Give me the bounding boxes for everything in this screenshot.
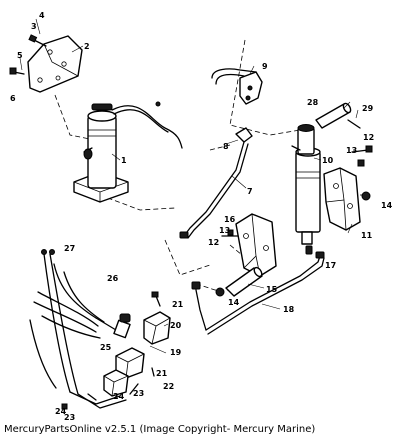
callout-24b: 24 bbox=[55, 407, 67, 416]
callout-4: 4 bbox=[39, 11, 45, 20]
wire-harness-part-26 bbox=[33, 263, 131, 339]
wire-harness-part-27 bbox=[29, 249, 127, 409]
hydraulic-line-part-18 bbox=[191, 251, 325, 335]
relay-part-20 bbox=[143, 311, 171, 345]
pivot-pin-part-28 bbox=[315, 102, 352, 129]
callout-13b: 13 bbox=[219, 226, 230, 235]
lower-bracket-part-16 bbox=[235, 213, 277, 277]
screw-part-12a bbox=[351, 145, 373, 153]
bolt-part-29 bbox=[347, 119, 361, 129]
callout-21a: 21 bbox=[172, 300, 184, 309]
callout-23a: 23 bbox=[133, 389, 144, 398]
nut-part-14b bbox=[215, 287, 225, 297]
callout-25: 25 bbox=[100, 343, 112, 352]
nut-part-14a bbox=[361, 191, 371, 201]
image-copyright-caption: MercuryPartsOnline v2.5.1 (Image Copyrig… bbox=[4, 424, 316, 435]
callout-15: 15 bbox=[266, 285, 278, 294]
nut-part-13a bbox=[357, 159, 365, 167]
callout-19: 19 bbox=[170, 348, 182, 357]
bolt-part-3 bbox=[28, 34, 47, 47]
callout-27: 27 bbox=[64, 244, 75, 253]
callout-23b: 23 bbox=[64, 413, 75, 422]
callout-20: 20 bbox=[170, 321, 182, 330]
callout-1: 1 bbox=[121, 156, 127, 165]
callout-21b: 21 bbox=[156, 369, 168, 378]
relay-part-22 bbox=[103, 369, 129, 397]
callout-17: 17 bbox=[325, 261, 336, 270]
fitting-part-8 bbox=[235, 127, 253, 143]
hydraulic-line-part-7 bbox=[179, 141, 249, 239]
mounting-bracket-part-2 bbox=[27, 35, 83, 93]
callout-26: 26 bbox=[107, 274, 119, 283]
callout-22: 22 bbox=[163, 382, 174, 391]
callout-24a: 24 bbox=[113, 392, 125, 401]
nut-part-13b bbox=[227, 229, 234, 236]
callout-13a: 13 bbox=[346, 146, 357, 155]
callout-18: 18 bbox=[283, 305, 295, 314]
callout-labels: 4 3 2 5 6 9 28 29 12 13 1 8 10 7 14 11 1… bbox=[10, 11, 393, 422]
callout-16: 16 bbox=[224, 215, 236, 224]
lower-pin-part-15 bbox=[225, 266, 263, 297]
callout-14a: 14 bbox=[381, 201, 393, 210]
trim-cylinder-part-10 bbox=[291, 124, 321, 245]
callout-leaders bbox=[19, 18, 359, 354]
callout-11: 11 bbox=[361, 231, 373, 240]
callout-6: 6 bbox=[10, 94, 16, 103]
callout-28: 28 bbox=[307, 98, 319, 107]
callout-5: 5 bbox=[17, 51, 23, 60]
callout-12b: 12 bbox=[208, 238, 219, 247]
callout-29: 29 bbox=[362, 104, 374, 113]
screw-part-21b bbox=[151, 367, 155, 377]
callout-12a: 12 bbox=[363, 133, 374, 142]
callout-9: 9 bbox=[262, 62, 268, 71]
screw-part-23 bbox=[129, 383, 139, 395]
pump-motor-assembly-part-1 bbox=[73, 101, 183, 203]
screw-part-24 bbox=[61, 393, 97, 410]
callout-14b: 14 bbox=[228, 298, 240, 307]
trim-bracket-part-11 bbox=[323, 167, 361, 231]
screw-part-21a bbox=[151, 291, 161, 307]
hose-fitting-part-17 bbox=[305, 245, 313, 255]
callout-10: 10 bbox=[322, 156, 334, 165]
callout-2: 2 bbox=[84, 42, 90, 51]
callout-7: 7 bbox=[247, 187, 253, 196]
callout-3: 3 bbox=[31, 22, 37, 31]
nut-part-6 bbox=[9, 67, 17, 75]
callout-8: 8 bbox=[223, 142, 229, 151]
upper-bracket-part-9 bbox=[211, 68, 263, 105]
